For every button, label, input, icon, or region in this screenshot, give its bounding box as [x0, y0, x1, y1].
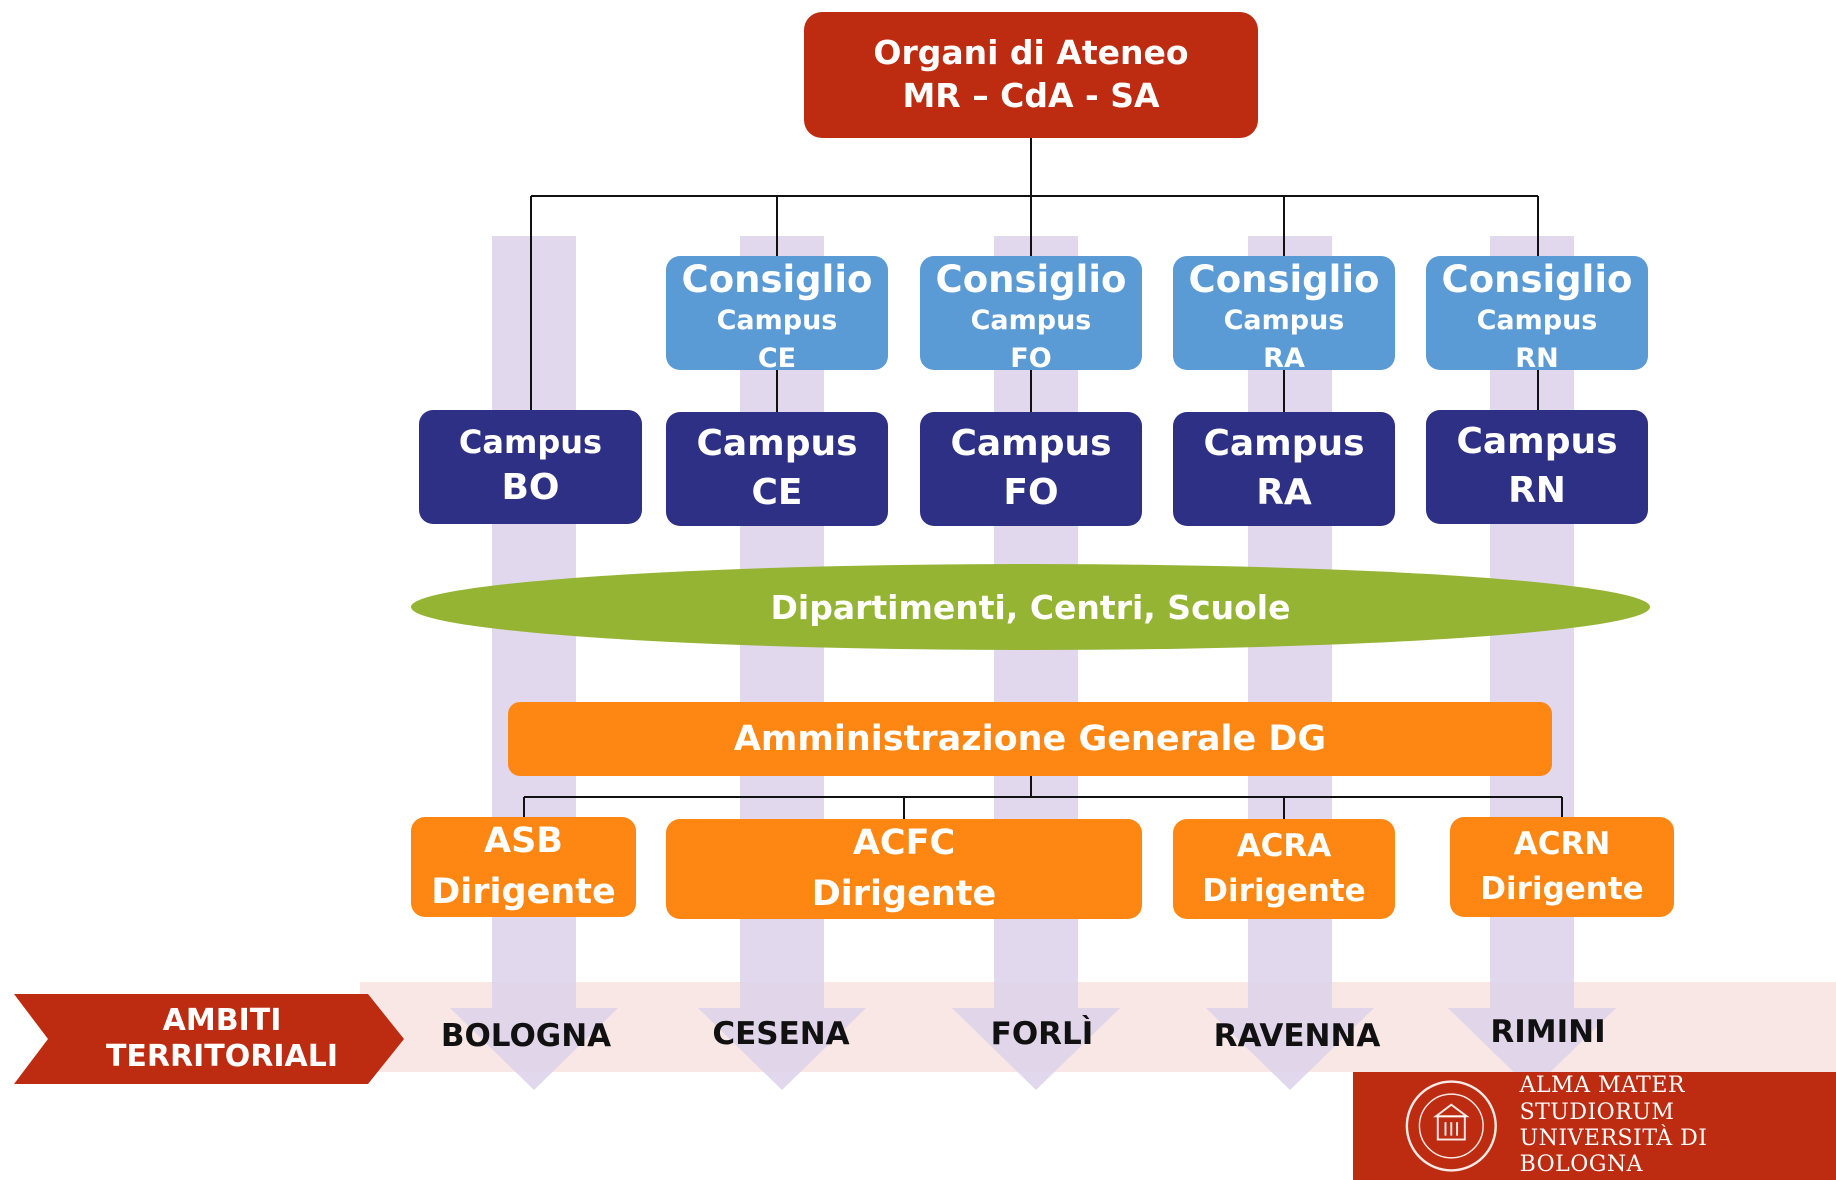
area-name: ACRN — [1513, 826, 1611, 863]
campus-rn-box: Campus RN — [1426, 410, 1648, 524]
consiglio-campus-ra: Consiglio Campus RA — [1173, 256, 1395, 370]
campus-label: Campus — [1203, 423, 1365, 465]
consiglio-code: RA — [1263, 342, 1305, 370]
campus-ce-box: Campus CE — [666, 412, 888, 526]
area-name: ACFC — [852, 823, 956, 864]
logo-line2: UNIVERSITÀ DI BOLOGNA — [1519, 1126, 1708, 1178]
city-forli: FORLÌ — [990, 1016, 1094, 1052]
consiglio-sub: Campus — [1476, 305, 1598, 337]
consiglio-title: Consiglio — [1188, 258, 1380, 301]
consiglio-campus-ce: Consiglio Campus CE — [666, 256, 888, 370]
campus-code: RA — [1256, 472, 1312, 513]
area-role: Dirigente — [811, 874, 997, 914]
city-ravenna: RAVENNA — [1213, 1018, 1381, 1054]
departments-ellipse: Dipartimenti, Centri, Scuole — [411, 564, 1650, 650]
university-logo: ALMA MATER STUDIORUM UNIVERSITÀ DI BOLOG… — [1353, 1072, 1836, 1180]
organi-ateneo-box: Organi di Ateneo MR – CdA - SA — [804, 12, 1258, 138]
consiglio-sub: Campus — [970, 305, 1092, 337]
area-name: ACRA — [1236, 828, 1332, 865]
campus-ra-box: Campus RA — [1173, 412, 1395, 526]
consiglio-sub: Campus — [716, 305, 838, 337]
consiglio-title: Consiglio — [1441, 258, 1633, 301]
area-acfc-box: ACFC Dirigente — [666, 819, 1142, 919]
area-name: ASB — [484, 821, 563, 862]
campus-code: BO — [501, 467, 560, 509]
departments-label: Dipartimenti, Centri, Scuole — [770, 587, 1291, 627]
city-bologna: BOLOGNA — [440, 1018, 612, 1054]
ambiti-line1: AMBITI — [162, 1003, 282, 1038]
campus-code: RN — [1508, 470, 1566, 511]
consiglio-campus-rn: Consiglio Campus RN — [1426, 256, 1648, 370]
organi-ateneo-title: Organi di Ateneo — [873, 33, 1189, 73]
campus-label: Campus — [950, 423, 1112, 465]
city-rimini: RIMINI — [1490, 1014, 1606, 1050]
consiglio-code: RN — [1515, 342, 1559, 370]
university-seal-icon — [1405, 1080, 1497, 1172]
city-cesena: CESENA — [712, 1016, 850, 1052]
consiglio-code: CE — [757, 342, 797, 370]
campus-fo-box: Campus FO — [920, 412, 1142, 526]
consiglio-code: FO — [1010, 342, 1052, 370]
area-role: Dirigente — [1202, 873, 1366, 909]
area-role: Dirigente — [1480, 871, 1644, 907]
admin-general-label: Amministrazione Generale DG — [733, 718, 1327, 759]
campus-code: FO — [1003, 472, 1059, 513]
consiglio-campus-fo: Consiglio Campus FO — [920, 256, 1142, 370]
ambiti-territoriali-label: AMBITI TERRITORIALI — [14, 994, 404, 1084]
campus-bo-box: Campus BO — [419, 410, 642, 524]
campus-label: Campus — [696, 423, 858, 465]
consiglio-title: Consiglio — [935, 258, 1127, 301]
campus-label: Campus — [458, 423, 603, 462]
organi-ateneo-subtitle: MR – CdA - SA — [902, 76, 1160, 115]
admin-general-box: Amministrazione Generale DG — [508, 702, 1552, 776]
ambiti-line2: TERRITORIALI — [105, 1039, 339, 1074]
logo-line1: ALMA MATER STUDIORUM — [1519, 1073, 1685, 1125]
area-acrn-box: ACRN Dirigente — [1450, 817, 1674, 917]
area-asb-box: ASB Dirigente — [411, 817, 636, 917]
consiglio-sub: Campus — [1223, 305, 1345, 337]
campus-code: CE — [751, 472, 803, 513]
consiglio-title: Consiglio — [681, 258, 873, 301]
campus-label: Campus — [1456, 421, 1618, 463]
area-role: Dirigente — [431, 872, 616, 912]
area-acra-box: ACRA Dirigente — [1173, 819, 1395, 919]
